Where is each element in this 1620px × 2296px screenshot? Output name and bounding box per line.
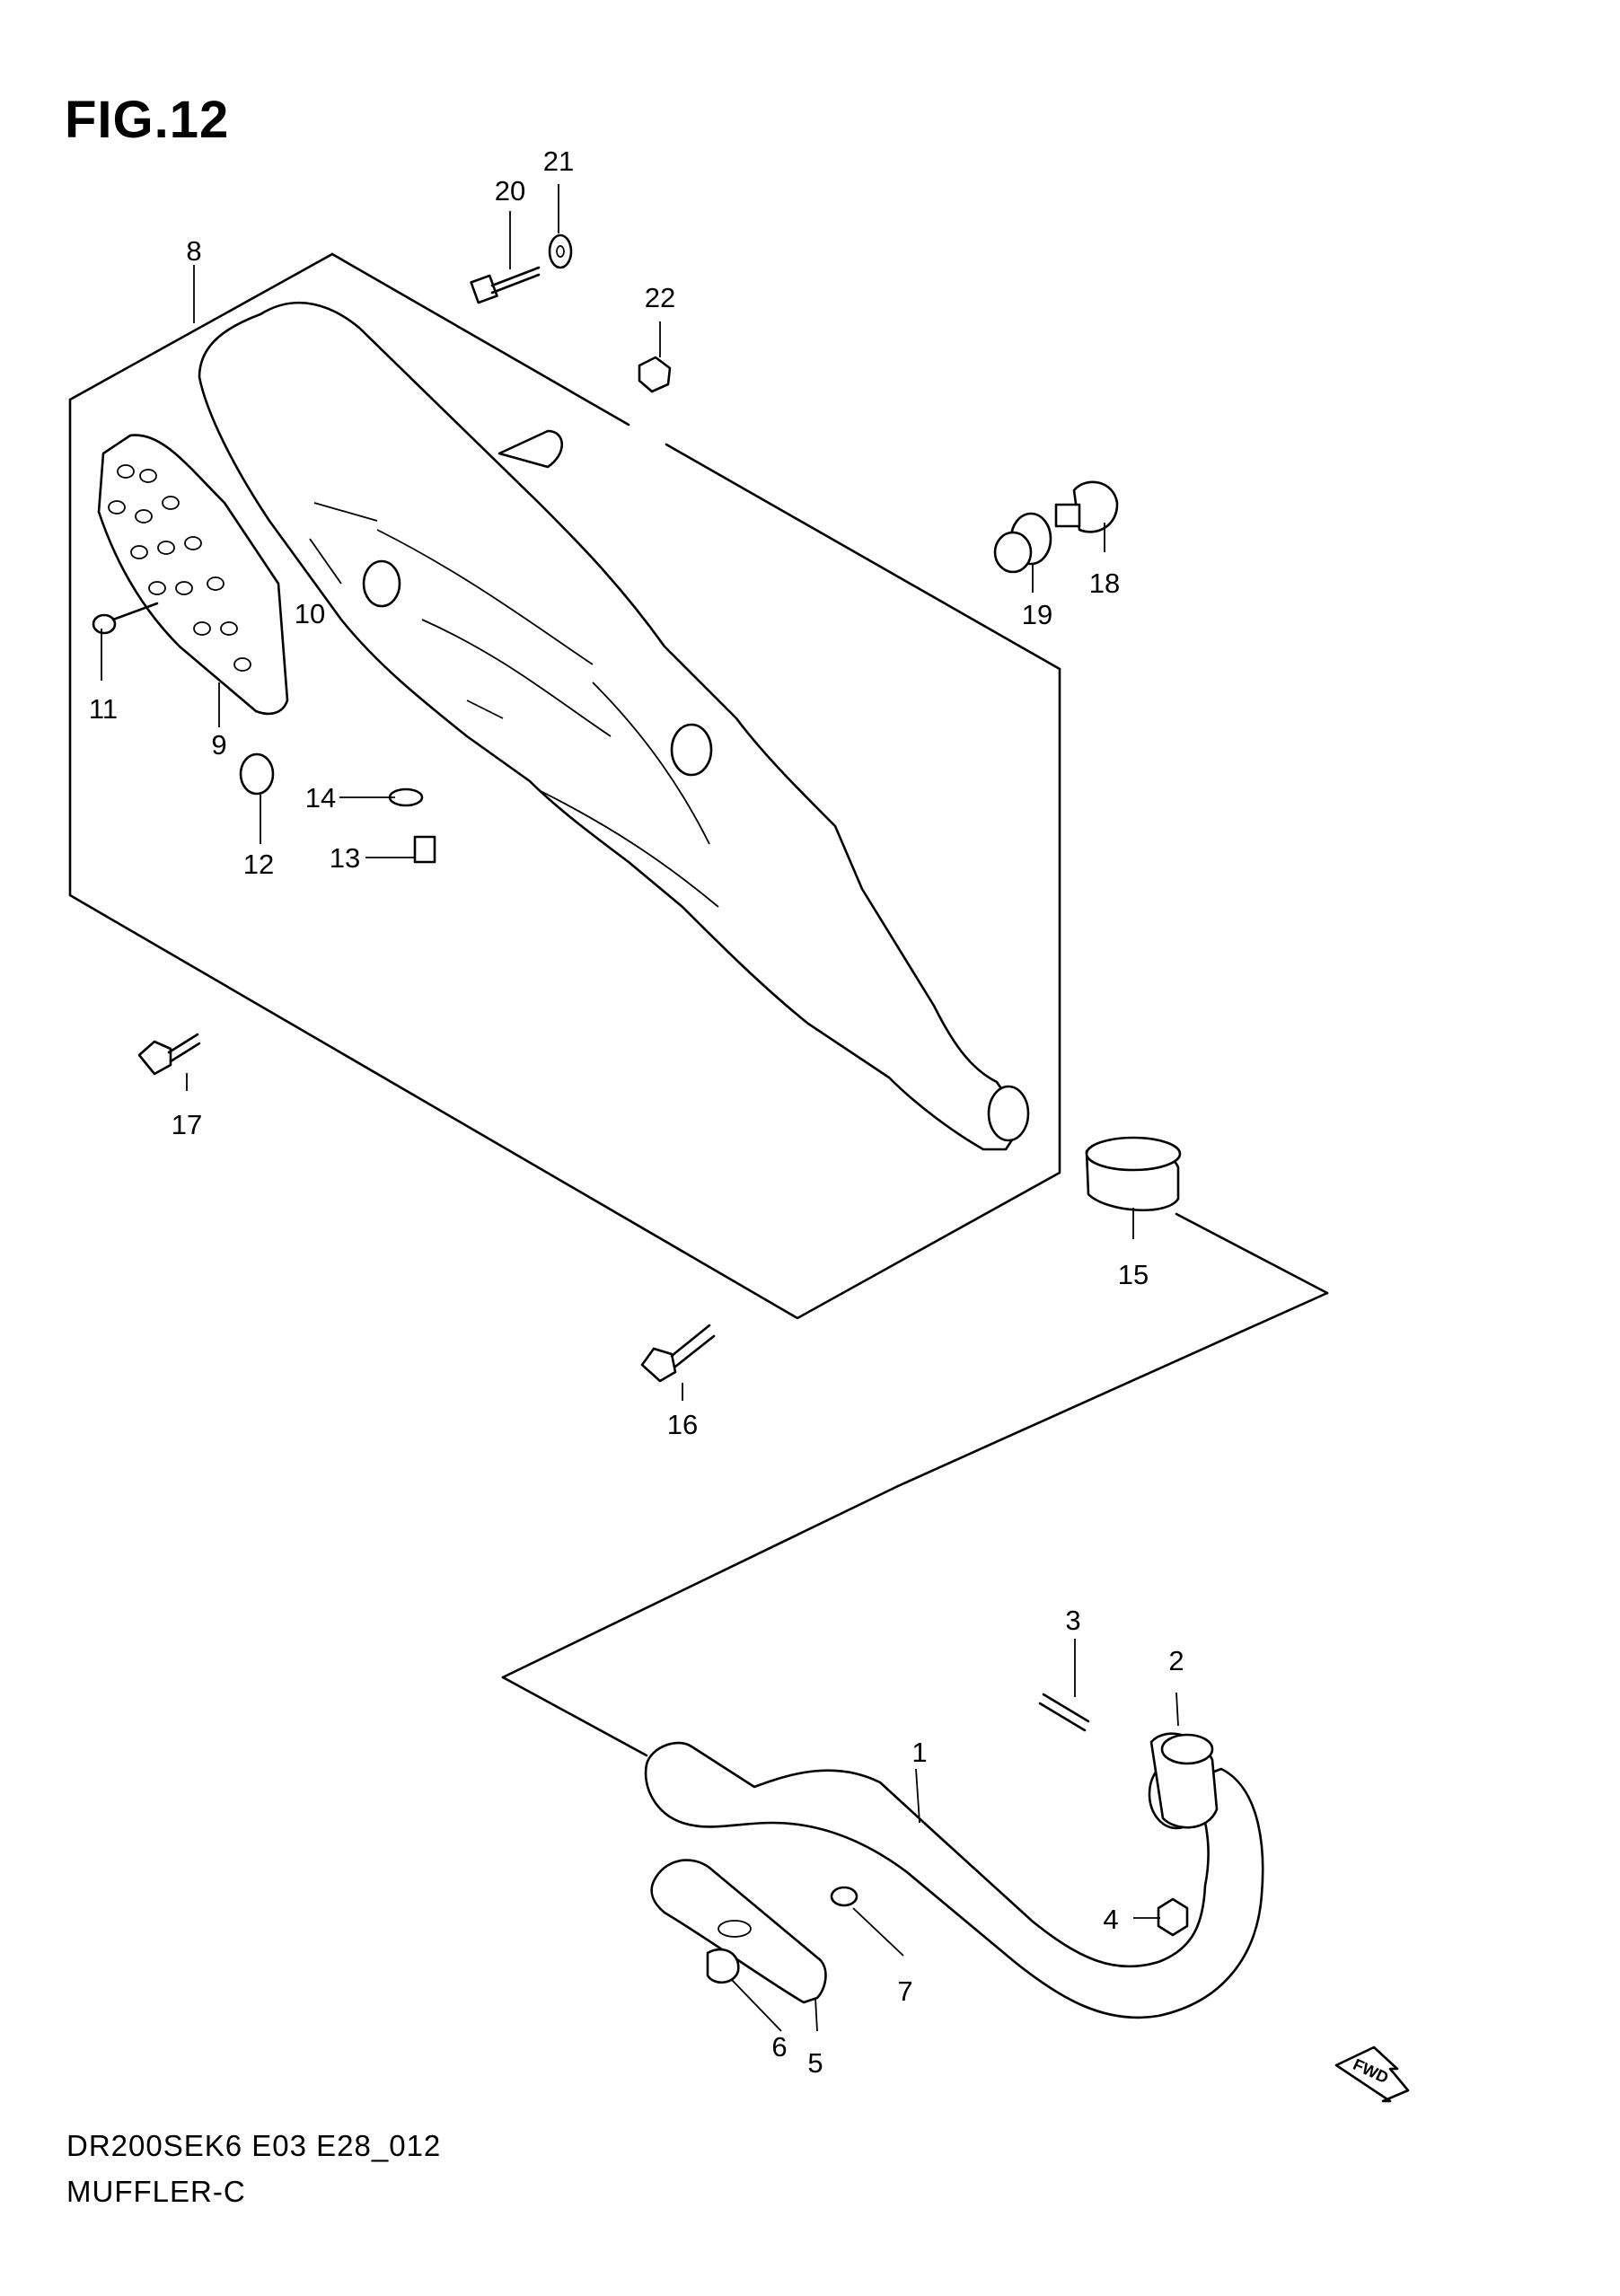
- callout-7: 7: [897, 1975, 912, 2007]
- callout-5: 5: [807, 2047, 823, 2079]
- callout-19: 19: [1022, 599, 1052, 630]
- callout-22: 22: [645, 282, 675, 313]
- forward-direction-icon: FWD: [1334, 2045, 1410, 2103]
- figure-title: FIG.12: [65, 91, 230, 149]
- muffler-assembly-frame: [68, 252, 1061, 1320]
- callout-14: 14: [305, 782, 336, 814]
- flange-and-stud: [1038, 1693, 1219, 1829]
- muffler-body: [198, 301, 1030, 1151]
- callout-17: 17: [172, 1109, 202, 1140]
- callout-2: 2: [1168, 1645, 1184, 1676]
- callout-1: 1: [911, 1737, 927, 1768]
- callout-20: 20: [495, 175, 525, 207]
- callout-labels: 1 2 3 4 5 6 7 8 9 10 11 12 13 14 15 16 1…: [89, 145, 1184, 2079]
- callout-11: 11: [89, 693, 118, 725]
- callout-4: 4: [1103, 1904, 1118, 1935]
- callout-13: 13: [330, 842, 360, 874]
- callout-6: 6: [771, 2031, 787, 2063]
- callout-15: 15: [1118, 1259, 1149, 1290]
- fasteners-exhaust-group: [650, 1859, 1189, 2004]
- callout-16: 16: [667, 1409, 698, 1440]
- heat-shield: [97, 434, 289, 716]
- callout-3: 3: [1065, 1605, 1080, 1636]
- figure-name: MUFFLER-C: [66, 2175, 246, 2208]
- sleeve-part: [1085, 1136, 1182, 1212]
- callout-21: 21: [543, 145, 574, 177]
- callout-8: 8: [186, 235, 201, 267]
- callout-12: 12: [243, 849, 274, 880]
- leader-lines: [101, 184, 1179, 2032]
- callout-9: 9: [211, 729, 226, 761]
- figure-code: DR200SEK6 E03 E28_012: [66, 2129, 442, 2162]
- callout-18: 18: [1089, 567, 1120, 599]
- exhaust-pipe-frame: [501, 1212, 1329, 1757]
- fasteners-muffler-group: [92, 233, 1119, 1383]
- callout-10: 10: [295, 598, 325, 629]
